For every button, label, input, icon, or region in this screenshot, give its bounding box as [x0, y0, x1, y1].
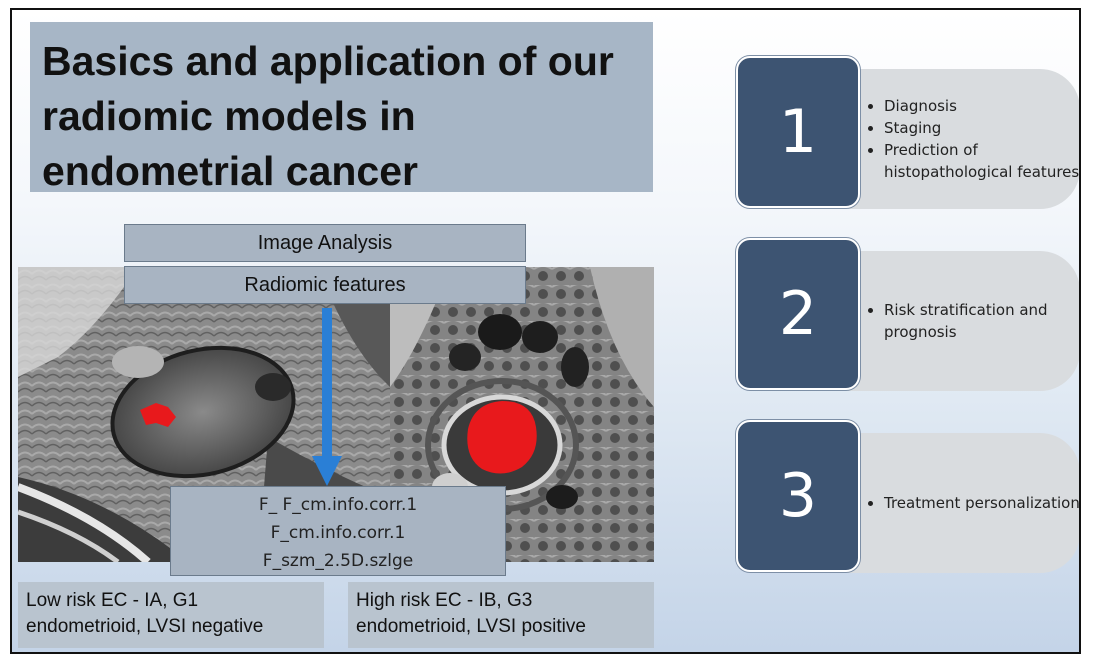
application-bullet: Treatment personalization	[884, 492, 1079, 514]
application-number-1: 1	[736, 56, 860, 208]
high-risk-line1: High risk EC - IB, G3	[356, 590, 533, 611]
tumor-segmentation-small	[140, 403, 176, 427]
application-bullet: Staging	[884, 117, 1079, 139]
feature-name: F_ F_cm.info.corr.1	[258, 495, 418, 515]
application-panel-3: Treatment personalization	[834, 433, 1079, 573]
tumor-segmentation-large	[467, 401, 537, 474]
application-number-3: 3	[736, 420, 860, 572]
slide-title: Basics and application of our radiomic m…	[42, 38, 614, 194]
title-box: Basics and application of our radiomic m…	[30, 22, 653, 194]
mri-image-high-risk	[390, 267, 654, 562]
high-risk-case-label: High risk EC - IB, G3 endometrioid, LVSI…	[348, 582, 654, 648]
application-bullet: Diagnosis	[884, 95, 1079, 117]
high-risk-line2: endometrioid, LVSI positive	[356, 616, 586, 637]
down-arrow-icon	[312, 308, 342, 486]
application-bullet: Prediction of histopathological features	[884, 139, 1079, 183]
radiomic-feature-list: F_ F_cm.info.corr.1 F_cm.info.corr.1 F_s…	[170, 486, 506, 576]
application-panel-2: Risk stratification and prognosis	[834, 251, 1079, 391]
radiomic-features-label: Radiomic features	[124, 266, 526, 304]
application-number-2: 2	[736, 238, 860, 390]
slide-frame: Basics and application of our radiomic m…	[10, 8, 1081, 654]
low-risk-line1: Low risk EC - IA, G1	[26, 590, 199, 611]
application-panel-1: Diagnosis Staging Prediction of histopat…	[834, 69, 1079, 209]
low-risk-case-label: Low risk EC - IA, G1 endometrioid, LVSI …	[18, 582, 324, 648]
feature-name: F_szm_2.5D.szlge	[262, 551, 414, 571]
image-analysis-label: Image Analysis	[124, 224, 526, 262]
low-risk-line2: endometrioid, LVSI negative	[26, 616, 264, 637]
application-bullet: Risk stratification and prognosis	[884, 299, 1079, 343]
feature-name: F_cm.info.corr.1	[270, 523, 406, 543]
